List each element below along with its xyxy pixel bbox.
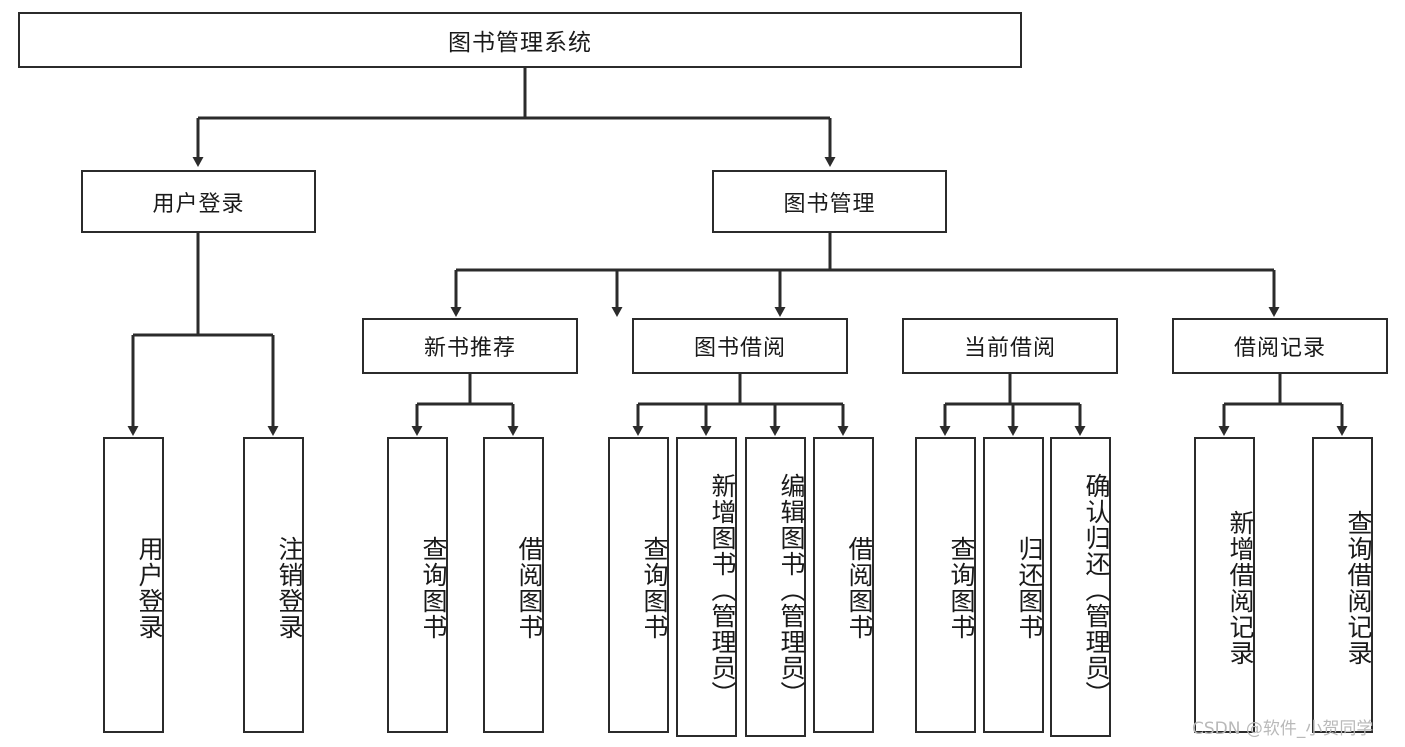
node-borrow-record[interactable]: 借阅记录 [1172,318,1388,374]
node-book-borrow[interactable]: 图书借阅 [632,318,848,374]
leaf-borrow-book[interactable]: 借阅图书 [813,437,874,733]
node-new-book-recommend[interactable]: 新书推荐 [362,318,578,374]
node-book-management[interactable]: 图书管理 [712,170,947,233]
leaf-confirm-return-admin[interactable]: 确认归还（管理员） [1050,437,1111,737]
leaf-query-book-current[interactable]: 查询图书 [915,437,976,733]
leaf-user-login[interactable]: 用户登录 [103,437,164,733]
leaf-query-borrow-record[interactable]: 查询借阅记录 [1312,437,1373,733]
leaf-add-borrow-record[interactable]: 新增借阅记录 [1194,437,1255,733]
leaf-add-book-admin[interactable]: 新增图书（管理员） [676,437,737,737]
leaf-query-book-borrow[interactable]: 查询图书 [608,437,669,733]
watermark-text: CSDN @软件_小贺同学 [1192,719,1374,739]
node-root-library-system[interactable]: 图书管理系统 [18,12,1022,68]
node-current-borrow[interactable]: 当前借阅 [902,318,1118,374]
leaf-borrow-book-recommend[interactable]: 借阅图书 [483,437,544,733]
leaf-return-book[interactable]: 归还图书 [983,437,1044,733]
node-user-login[interactable]: 用户登录 [81,170,316,233]
leaf-query-book-recommend[interactable]: 查询图书 [387,437,448,733]
leaf-edit-book-admin[interactable]: 编辑图书（管理员） [745,437,806,737]
leaf-logout[interactable]: 注销登录 [243,437,304,733]
